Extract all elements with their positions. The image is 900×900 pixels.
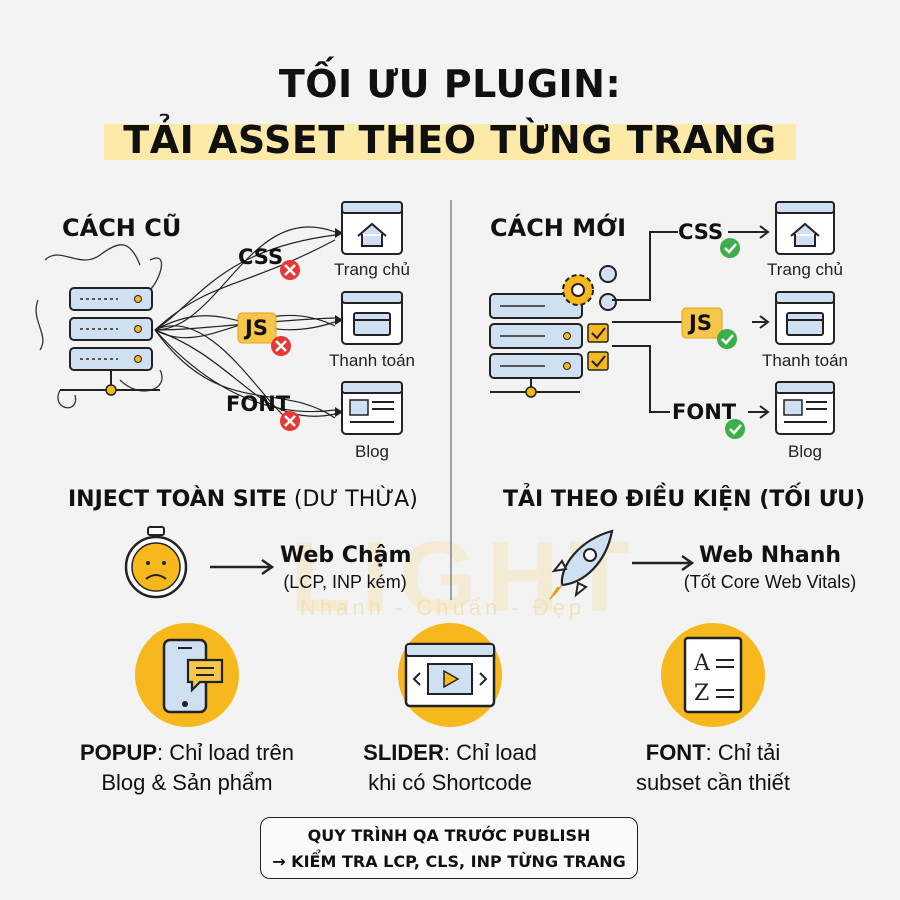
new-way-summary: TẢI THEO ĐIỀU KIỆN (TỐI ƯU)	[503, 487, 866, 512]
popup-phone-icon	[135, 623, 239, 727]
old-page-label-blog: Blog	[354, 442, 390, 461]
new-page-label-home: Trang chủ	[767, 260, 843, 279]
font-letter-a: A	[693, 651, 711, 676]
new-asset-font: FONT	[672, 400, 737, 424]
page-title-line1: TỐI ƯU PLUGIN:	[278, 62, 622, 106]
font-letter-z: Z	[694, 681, 709, 706]
new-page-blog-icon	[775, 381, 835, 435]
watermark-slogan: Nhanh - Chuẩn - Đẹp	[300, 595, 586, 620]
feature-icons: A Z	[135, 623, 765, 727]
new-way-heading: CÁCH MỚI	[490, 214, 627, 242]
old-asset-font: FONT	[226, 392, 291, 416]
new-page-label-blog: Blog	[787, 442, 823, 461]
old-page-label-home: Trang chủ	[334, 260, 410, 279]
old-asset-css: CSS	[238, 245, 284, 269]
new-result-sub: (Tốt Core Web Vitals)	[683, 572, 857, 592]
checkbox-icon	[587, 351, 609, 371]
qa-box: QUY TRÌNH QA TRƯỚC PUBLISH → KIỂM TRA LC…	[260, 817, 638, 879]
new-result-graphic	[549, 529, 695, 600]
font-icon: A Z	[661, 623, 765, 727]
old-page-blog-icon	[341, 381, 403, 435]
feature-popup: POPUP: Chỉ load trên Blog & Sản phẩm	[80, 740, 294, 795]
error-icon	[271, 336, 291, 356]
server-icon	[489, 293, 583, 398]
feature-slider: SLIDER: Chỉ load khi có Shortcode	[363, 740, 537, 795]
error-icon	[280, 411, 300, 431]
rocket-icon	[549, 529, 614, 600]
old-way-summary: INJECT TOÀN SITE (DƯ THỪA)	[68, 487, 418, 512]
new-asset-js: JS	[689, 311, 712, 335]
old-way-heading: CÁCH CŨ	[62, 214, 182, 242]
new-asset-css: CSS	[678, 220, 724, 244]
old-result-title: Web Chậm	[280, 543, 412, 568]
old-page-label-checkout: Thanh toán	[328, 351, 415, 370]
new-page-label-checkout: Thanh toán	[761, 351, 848, 370]
ok-icon	[717, 329, 737, 349]
gear-icon	[562, 265, 617, 311]
qa-line2: → KIỂM TRA LCP, CLS, INP TỪNG TRANG	[272, 852, 626, 871]
new-way-diagram	[489, 201, 835, 439]
old-result-graphic	[124, 526, 275, 599]
feature-font: FONT: Chỉ tải subset cần thiết	[635, 740, 791, 795]
qa-line1: QUY TRÌNH QA TRƯỚC PUBLISH	[307, 826, 591, 845]
new-page-checkout-icon	[775, 291, 835, 345]
error-icon	[280, 260, 300, 280]
old-result-sub: (LCP, INP kém)	[283, 572, 407, 592]
server-icon	[60, 287, 160, 396]
slow-stopwatch-icon	[124, 526, 188, 599]
arrow-right-icon	[210, 558, 275, 576]
old-result: Web Chậm (LCP, INP kém)	[280, 543, 412, 593]
new-result-title: Web Nhanh	[698, 543, 842, 568]
old-way-diagram	[35, 201, 403, 435]
arrow-right-icon	[632, 554, 695, 572]
title-highlight	[104, 124, 796, 160]
old-page-checkout-icon	[341, 291, 403, 345]
ok-icon	[725, 419, 745, 439]
old-page-home-icon	[341, 201, 403, 255]
new-page-home-icon	[775, 201, 835, 255]
new-result: Web Nhanh (Tốt Core Web Vitals)	[670, 543, 870, 593]
old-asset-js: JS	[245, 316, 268, 340]
page-title-line2: TẢI ASSET THEO TỪNG TRANG	[123, 118, 777, 162]
checkbox-icon	[587, 323, 609, 343]
slider-icon	[398, 623, 502, 727]
vertical-divider	[450, 200, 452, 600]
ok-icon	[720, 238, 740, 258]
